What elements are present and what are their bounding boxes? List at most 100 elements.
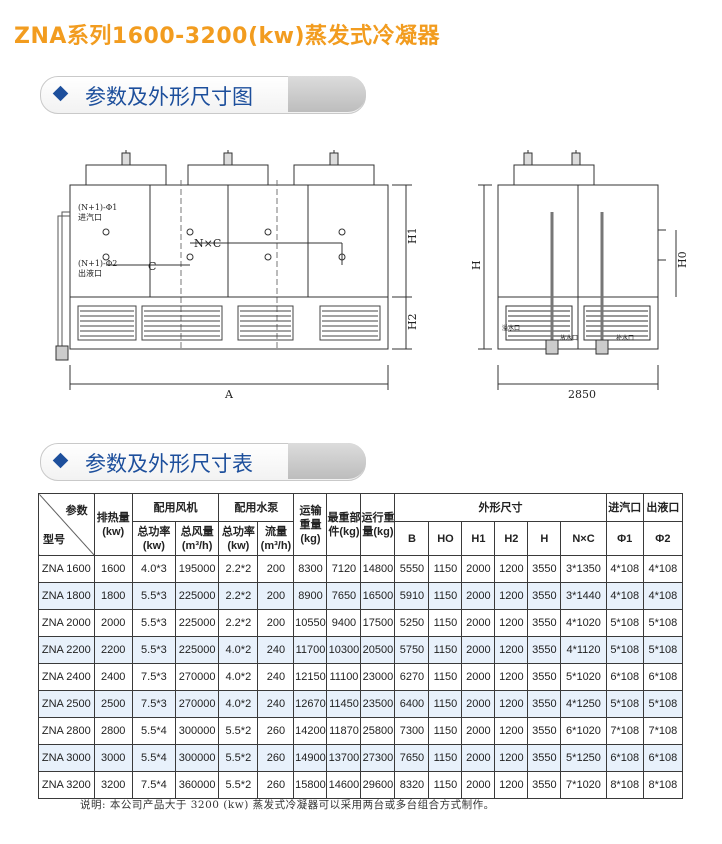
table-cell: 1150 [428, 609, 463, 637]
table-cell: 1200 [494, 663, 529, 691]
section-label: 参数及外形尺寸表 [85, 452, 253, 476]
table-cell: 5*108 [605, 609, 644, 637]
svg-text:进汽口: 进汽口 [78, 212, 102, 222]
pump-flow-header: 流量(m³/h) [257, 521, 295, 556]
table-cell: 2000 [461, 663, 496, 691]
model-cell: ZNA 2000 [38, 609, 95, 637]
heat-header: 排热量(kw) [93, 493, 133, 556]
table-cell: 10550 [293, 609, 328, 637]
table-cell: 360000 [175, 771, 220, 799]
table-cell: 6270 [394, 663, 430, 691]
table-cell: 14200 [293, 717, 328, 745]
table-cell: 225000 [175, 582, 220, 610]
nxc-dimension: N×C [194, 237, 221, 250]
table-cell: 3550 [527, 555, 562, 583]
model-cell: ZNA 1800 [38, 582, 95, 610]
table-cell: 6400 [394, 690, 430, 718]
table-cell: 11450 [326, 690, 362, 718]
table-cell: 8320 [394, 771, 430, 799]
table-cell: 5*108 [605, 690, 644, 718]
table-cell: 5.5*3 [131, 636, 177, 664]
small-label: 补水口 [616, 334, 634, 342]
ship-weight-header: 运输重量(kg) [293, 493, 328, 556]
table-cell: 2000 [93, 609, 133, 637]
table-cell: 1200 [494, 609, 529, 637]
pump-power-header: 总功率(kw) [218, 521, 259, 556]
table-cell: 5*1020 [560, 663, 607, 691]
width-dimension: 2850 [568, 388, 596, 401]
table-cell: 5550 [394, 555, 430, 583]
table-cell: 2000 [461, 771, 496, 799]
diamond-bullet-icon [52, 452, 69, 469]
table-cell: 2.2*2 [218, 555, 259, 583]
nxc-header: N×C [560, 521, 607, 556]
table-cell: 5.5*4 [131, 717, 177, 745]
table-cell: 7*108 [642, 717, 684, 745]
table-cell: 4*1020 [560, 609, 607, 637]
fan-power-header: 总功率(kw) [131, 521, 177, 556]
footnote: 说明: 本公司产品大于 3200 (kw) 蒸发式冷凝器可以采用两台或多台组合方… [80, 799, 495, 811]
table-cell: 7120 [326, 555, 362, 583]
inlet-header: 进汽口 [605, 493, 644, 522]
table-cell: 1200 [494, 636, 529, 664]
table-cell: 14600 [326, 771, 362, 799]
table-cell: 5250 [394, 609, 430, 637]
table-cell: 7.5*4 [131, 771, 177, 799]
diamond-bullet-icon [52, 85, 69, 102]
side-view [478, 150, 677, 390]
table-cell: 4*108 [642, 555, 684, 583]
table-cell: 4.0*2 [218, 690, 259, 718]
fan-header: 配用风机 [131, 493, 220, 522]
model-cell: ZNA 1600 [38, 555, 95, 583]
pump-header: 配用水泵 [218, 493, 295, 522]
a-dimension: A [224, 388, 234, 401]
table-cell: 240 [257, 690, 295, 718]
table-cell: 2500 [93, 690, 133, 718]
h-dimension: H [470, 260, 483, 270]
table-cell: 1200 [494, 690, 529, 718]
page-title: ZNA系列1600-3200(kw)蒸发式冷凝器 [14, 24, 441, 49]
phi1-header: Φ1 [605, 521, 644, 556]
table-cell: 7650 [326, 582, 362, 610]
table-cell: 25800 [360, 717, 396, 745]
table-cell: 2400 [93, 663, 133, 691]
table-cell: 27300 [360, 744, 396, 772]
table-cell: 2000 [461, 582, 496, 610]
table-cell: 5910 [394, 582, 430, 610]
table-cell: 4*108 [642, 582, 684, 610]
table-cell: 10300 [326, 636, 362, 664]
table-cell: 6*108 [605, 744, 644, 772]
table-cell: 3550 [527, 663, 562, 691]
table-cell: 6*108 [605, 663, 644, 691]
small-label: 溢水口 [502, 324, 520, 332]
model-cell: ZNA 2200 [38, 636, 95, 664]
table-cell: 3550 [527, 717, 562, 745]
run-weight-header: 运行重量(kg) [360, 493, 396, 556]
table-cell: 2000 [461, 690, 496, 718]
table-cell: 5*108 [642, 636, 684, 664]
table-cell: 11870 [326, 717, 362, 745]
table-cell: 4.0*3 [131, 555, 177, 583]
table-cell: 1150 [428, 690, 463, 718]
table-cell: 225000 [175, 609, 220, 637]
c-dimension: C [148, 260, 156, 273]
table-cell: 2200 [93, 636, 133, 664]
table-cell: 3550 [527, 636, 562, 664]
phi2-header: Φ2 [642, 521, 684, 556]
table-cell: 3550 [527, 609, 562, 637]
table-cell: 1150 [428, 555, 463, 583]
dims-header: 外形尺寸 [394, 493, 607, 522]
table-cell: 23000 [360, 663, 396, 691]
table-cell: 240 [257, 636, 295, 664]
outlet-header: 出液口 [642, 493, 684, 522]
table-cell: 5.5*4 [131, 744, 177, 772]
table-cell: 260 [257, 744, 295, 772]
table-cell: 1200 [494, 744, 529, 772]
table-cell: 5.5*3 [131, 609, 177, 637]
